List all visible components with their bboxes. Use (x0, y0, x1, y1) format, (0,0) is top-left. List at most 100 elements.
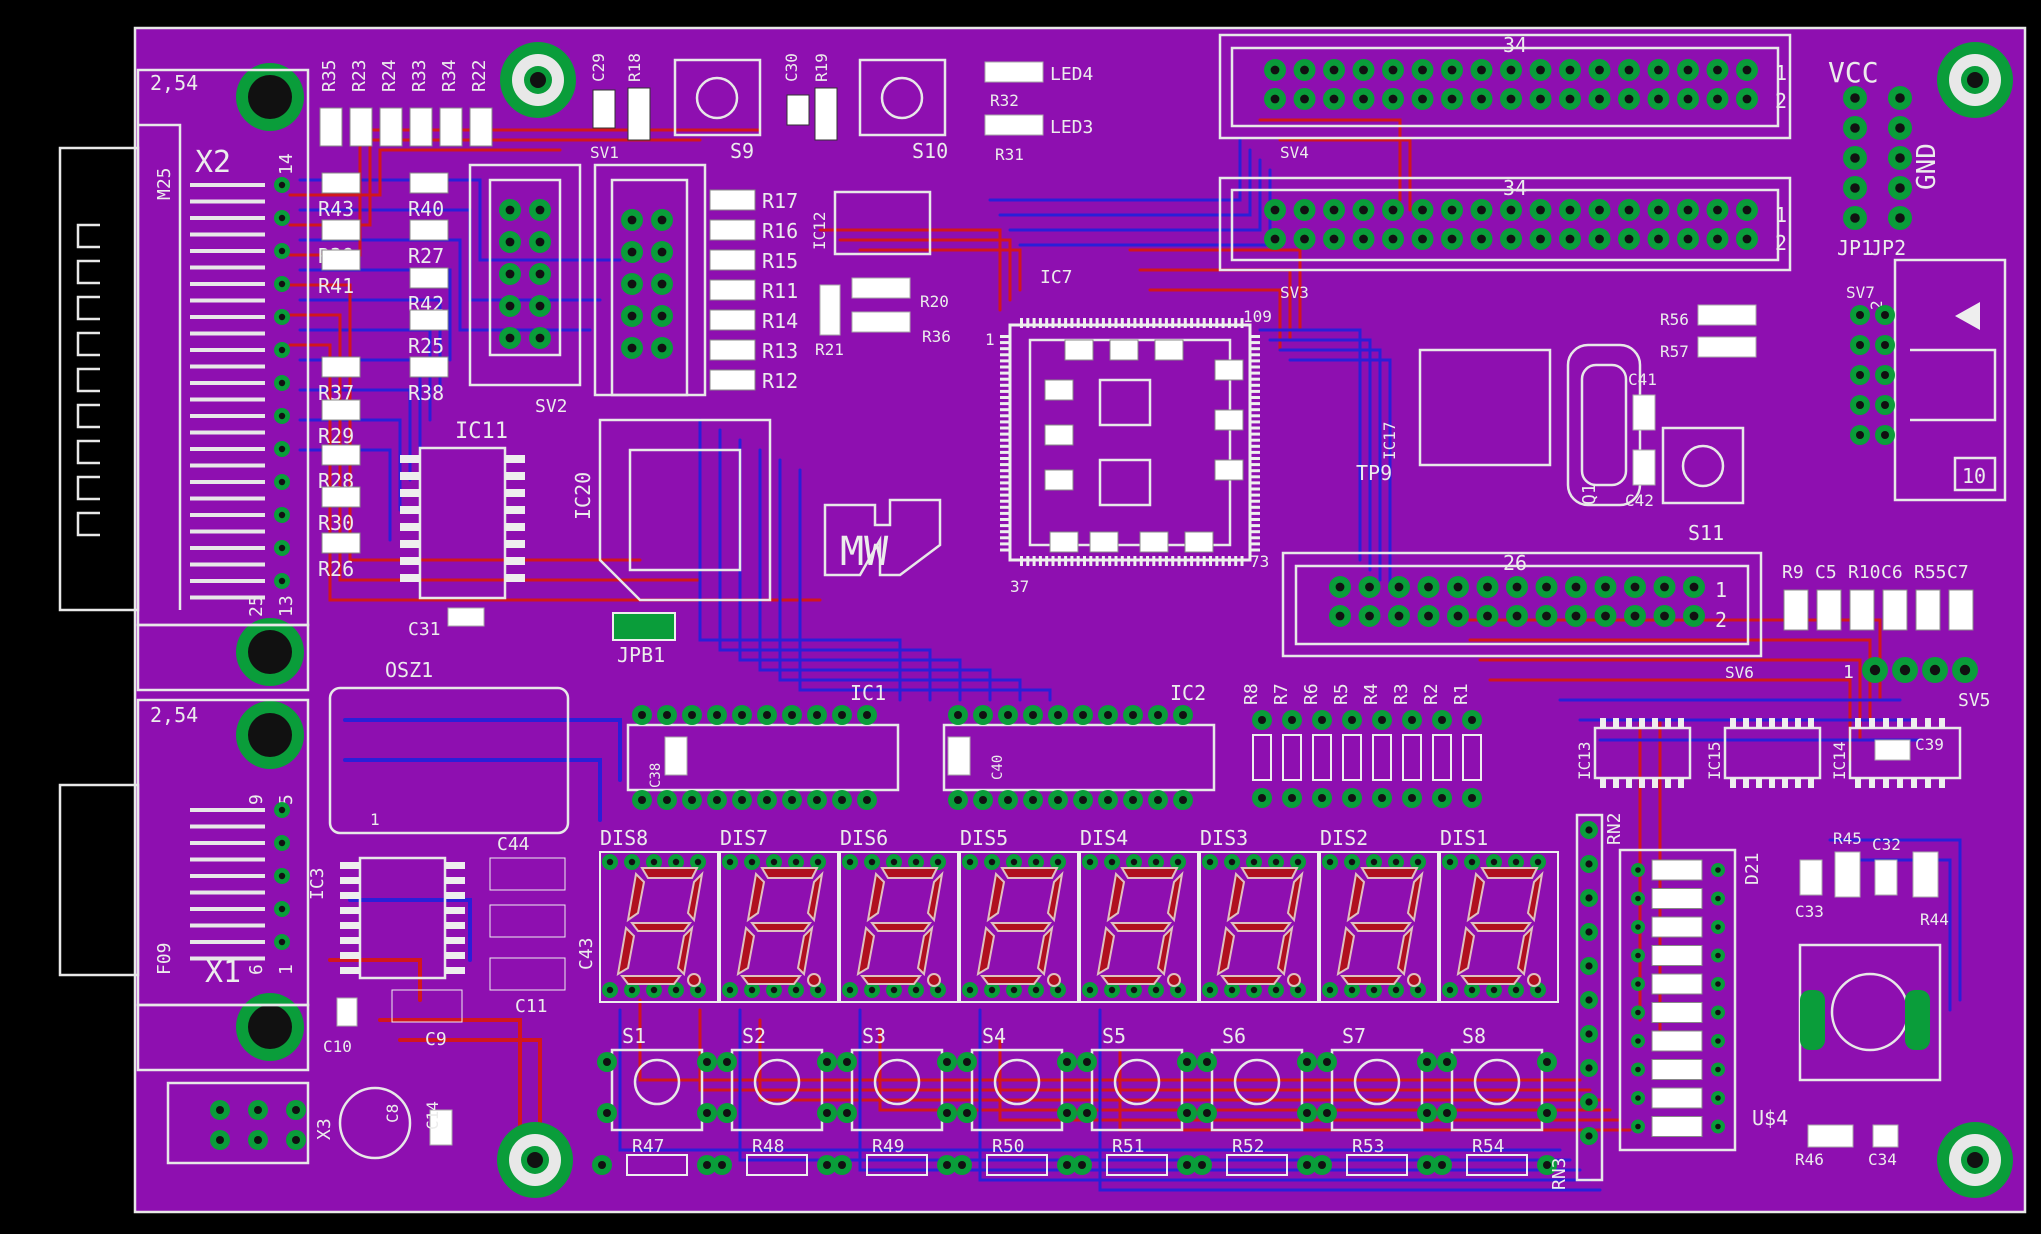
svg-text:26: 26 (1503, 551, 1527, 575)
chip-pin (505, 489, 525, 497)
x2-pin13-label: 13 (276, 595, 297, 617)
chip-pin (1250, 365, 1260, 369)
smd-component (409, 309, 449, 331)
decimal-point (807, 973, 821, 987)
chip-pin (1133, 556, 1137, 566)
chip-pin (505, 557, 525, 565)
led-segment (1651, 888, 1703, 909)
chip-pin (1652, 718, 1658, 728)
chip-pin (1250, 359, 1260, 363)
chip-pin (1209, 556, 1212, 566)
segment (750, 922, 812, 932)
svg-text:C41: C41 (1628, 370, 1657, 389)
svg-text:GND: GND (1912, 143, 1942, 190)
svg-text:109: 109 (1243, 307, 1272, 326)
segment (796, 925, 814, 977)
decimal-point (1167, 973, 1181, 987)
segment (866, 871, 886, 923)
chip-pin (1000, 469, 1010, 473)
svg-text:S10: S10 (912, 139, 948, 163)
chip-pin (1250, 383, 1260, 387)
decimal-point (1527, 973, 1541, 987)
chip-pin (1250, 536, 1260, 540)
chip-pin (1177, 318, 1181, 328)
segment (1166, 871, 1184, 923)
chip-pin (340, 967, 360, 974)
chip-ic1: IC1 C38 (626, 681, 900, 810)
chip-pin (1000, 450, 1010, 454)
header-sv3: 34 SV3 1 2 (1218, 176, 1792, 302)
segment (746, 871, 766, 923)
svg-text:IC1: IC1 (850, 681, 886, 705)
chip-pin (400, 540, 420, 548)
segment (626, 871, 646, 923)
resistor-body (1466, 1154, 1528, 1176)
resistor-label: R50 (992, 1136, 1025, 1157)
smd-component (321, 356, 361, 378)
switch-label: S8 (1462, 1024, 1486, 1048)
svg-text:SV6: SV6 (1725, 663, 1754, 682)
segment (1460, 975, 1522, 985)
switch-actuator (1233, 1058, 1281, 1106)
chip-pin (1158, 318, 1162, 328)
segment (1000, 867, 1059, 879)
chip-pin (340, 862, 360, 869)
chip-pin (1665, 718, 1671, 728)
svg-text:1: 1 (1843, 662, 1854, 683)
chip-pin (1613, 718, 1619, 728)
chip-pin (1000, 389, 1010, 393)
resistor-label: R29 (318, 424, 354, 448)
svg-text:RN3: RN3 (1549, 1157, 1570, 1190)
resistor-label: R38 (408, 381, 444, 405)
sv2-label: SV2 (535, 396, 568, 417)
svg-text:R45: R45 (1833, 829, 1862, 848)
chip-pin (1070, 556, 1074, 566)
smd-component (409, 356, 449, 378)
smd-component (1882, 589, 1908, 631)
segment (980, 975, 1042, 985)
segment (760, 867, 819, 879)
chip-pin (1897, 778, 1903, 788)
svg-text:C8: C8 (383, 1104, 402, 1123)
resistor-body (866, 1154, 928, 1176)
x1-pin9-label: 9 (246, 794, 267, 805)
segment (1480, 867, 1539, 879)
chip-pin (1250, 335, 1260, 338)
resistor-label: R27 (408, 244, 444, 268)
svg-text:LED4: LED4 (1050, 64, 1093, 85)
led-segment (1651, 859, 1703, 881)
resistor-label: R40 (408, 197, 444, 221)
display-label: DIS8 (600, 826, 648, 850)
segment (1230, 922, 1292, 932)
segment (1226, 871, 1246, 923)
chip-pin (1808, 778, 1814, 788)
svg-text:2: 2 (1867, 300, 1886, 310)
decimal-point (1287, 973, 1301, 987)
switch-outline (730, 1048, 824, 1132)
component-label: R55 (1914, 562, 1947, 583)
smd-component (1783, 589, 1809, 631)
chip-pin (1250, 420, 1260, 424)
x1-label: X1 (205, 955, 241, 990)
switch-outline (610, 1048, 704, 1132)
display-outline (599, 851, 719, 1003)
component-label: C5 (1815, 562, 1837, 583)
component-label: C7 (1947, 562, 1969, 583)
chip-pin (1250, 432, 1260, 436)
resistor-body (1106, 1154, 1168, 1176)
resistor-label: R1 (1451, 683, 1472, 705)
chip-pin (1183, 318, 1187, 328)
chip-pin (340, 892, 360, 899)
chip-pin (1911, 778, 1917, 788)
svg-text:JP2: JP2 (1870, 236, 1906, 260)
decimal-point (687, 973, 701, 987)
chip-pin (1000, 511, 1010, 515)
resistor-label: R34 (439, 59, 460, 92)
svg-text:37: 37 (1010, 577, 1029, 596)
svg-text:10: 10 (1962, 464, 1986, 488)
chip-pin (1000, 518, 1010, 521)
component-label: R9 (1782, 562, 1804, 583)
segment (990, 922, 1052, 932)
smd-component (709, 219, 756, 241)
